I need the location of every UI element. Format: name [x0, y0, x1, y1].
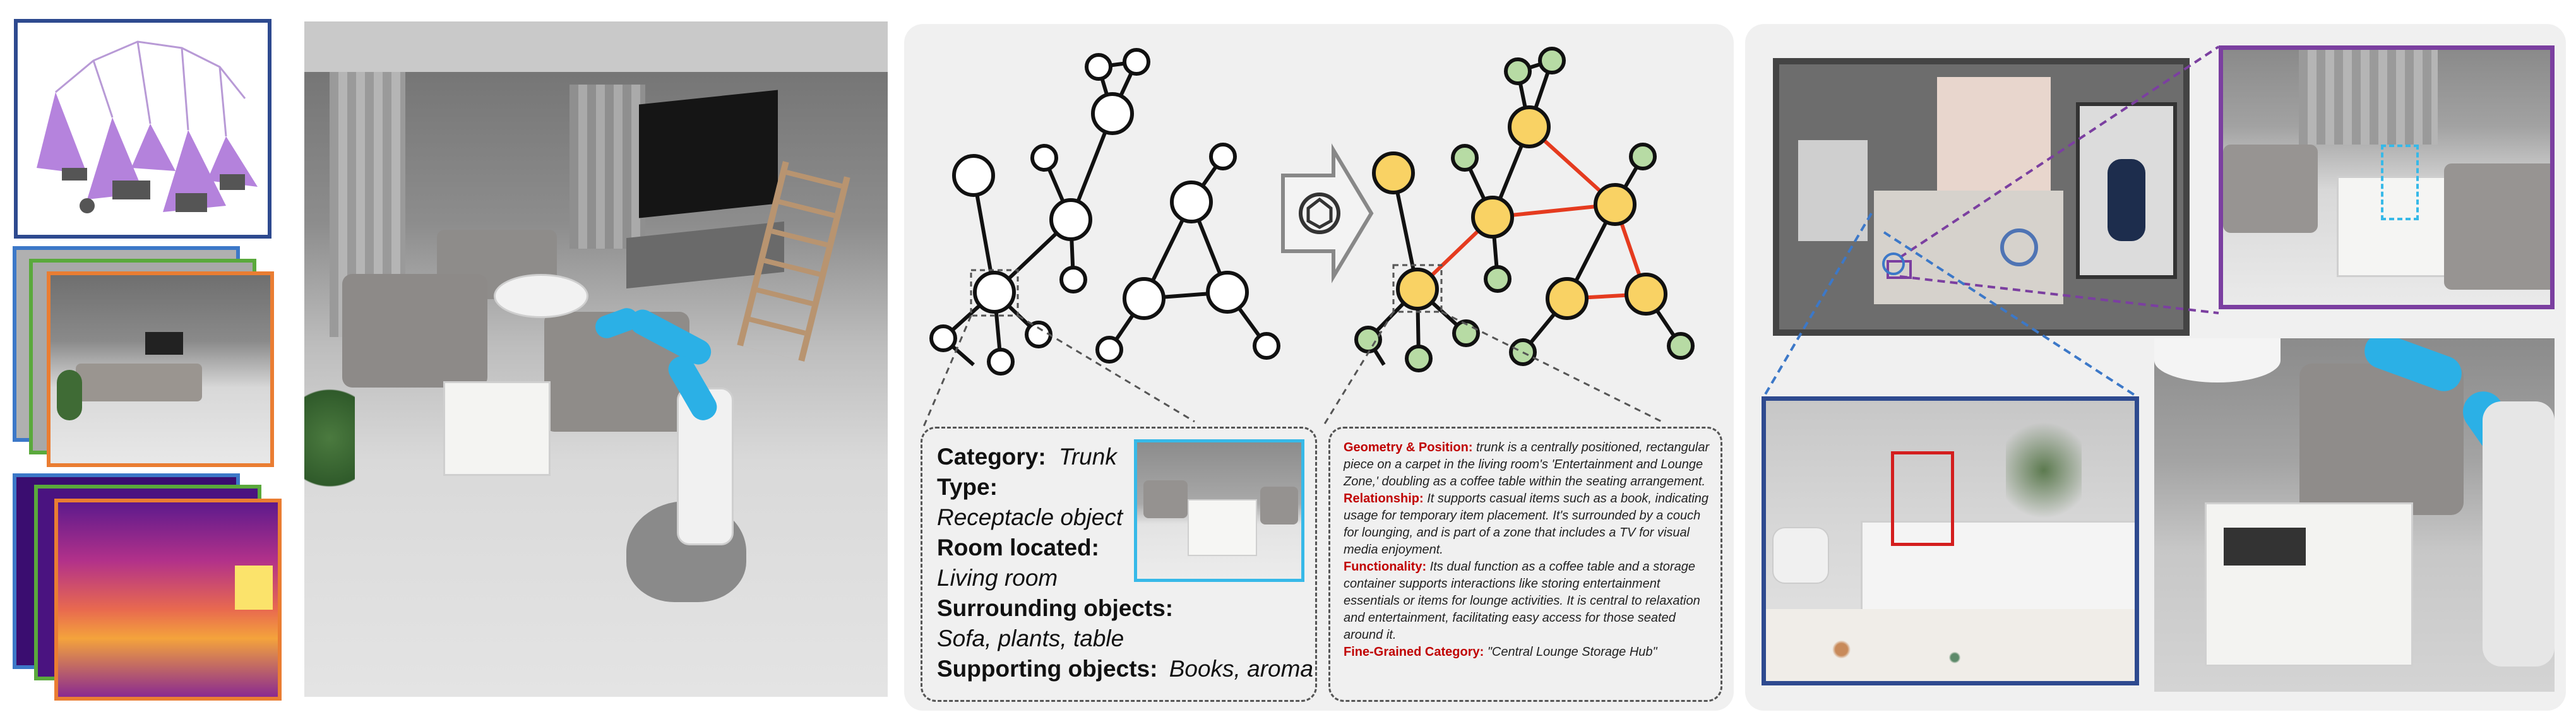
supporting-label: Supporting objects:	[937, 656, 1158, 682]
surrounding-label: Surrounding objects:	[937, 595, 1174, 621]
openai-logo-icon	[1299, 193, 1340, 234]
enriched-graph-focus-box	[1392, 264, 1443, 313]
enriched-graph-nodes	[1354, 47, 1695, 372]
finegrained-text: "Central Lounge Storage Hub"	[1484, 645, 1657, 659]
ceiling	[304, 21, 888, 72]
closeup-books	[2224, 528, 2306, 566]
round-table	[494, 274, 588, 318]
relationship-paragraph: Relationship: It supports casual items s…	[1344, 490, 1712, 559]
plant-left	[304, 375, 355, 501]
wall-tv	[639, 90, 778, 218]
rgb-plant-shape	[57, 370, 82, 420]
trunk-marker	[1887, 260, 1912, 279]
supporting-row: Supporting objects: Books, aroma	[937, 654, 1316, 684]
plain-graph-nodes	[929, 48, 1280, 376]
plain-graph-focus-box	[970, 269, 1019, 317]
functionality-label: Functionality:	[1344, 560, 1427, 574]
category-label: Category:	[937, 444, 1046, 470]
target-view-image	[2219, 45, 2555, 309]
lamp-highlight-box	[1891, 451, 1954, 546]
closeup-robot-body	[2483, 401, 2555, 667]
robot-closeup-image	[2154, 338, 2555, 692]
target-highlight-box	[2381, 145, 2419, 220]
car-shape	[2108, 159, 2145, 241]
trunk-object	[443, 381, 551, 476]
graph-to-card-connectors	[922, 311, 1662, 429]
navigation-connectors	[1763, 45, 2220, 398]
lamp-view-plant	[2006, 413, 2082, 527]
finegrained-paragraph: Fine-Grained Category: "Central Lounge S…	[1344, 644, 1712, 661]
floor-plan-map	[1773, 58, 2190, 336]
object-description-text: Geometry & Position: trunk is a centrall…	[1344, 439, 1712, 661]
trunk-thumbnail	[1134, 439, 1304, 582]
trunk-thumb-box	[1188, 499, 1257, 556]
relationship-label: Relationship:	[1344, 492, 1424, 506]
room-bath	[1798, 140, 1868, 241]
rgb-tv-shape	[145, 332, 183, 355]
category-value: Trunk	[1058, 444, 1117, 470]
rgb-view-front	[47, 271, 274, 467]
geometry-paragraph: Geometry & Position: trunk is a centrall…	[1344, 439, 1712, 490]
curtain-middle	[569, 85, 645, 249]
rug-circle	[2000, 228, 2038, 266]
category-row: Category: Trunk	[937, 442, 1316, 472]
room-label: Room located:	[937, 535, 1099, 560]
target-sofa-left	[2223, 145, 2318, 233]
target-curtain	[2299, 50, 2438, 145]
finegrained-label: Fine-Grained Category:	[1344, 645, 1484, 659]
trunk-thumb-sofa	[1143, 480, 1188, 518]
location-marker-icon	[1882, 252, 1905, 275]
trunk-thumb-sofa-right	[1260, 487, 1298, 524]
scene-graph-diagram	[922, 47, 1695, 429]
depth-bright-window	[235, 566, 273, 610]
supporting-value: Books, aroma	[1169, 656, 1313, 682]
rgb-sofa-shape	[76, 364, 202, 401]
sofa-left	[342, 274, 487, 388]
right-arrow-icon	[1281, 143, 1374, 283]
closeup-trunk	[2205, 502, 2413, 667]
pointcloud-graph-illustration	[37, 40, 258, 213]
robot-scene-image	[304, 21, 888, 697]
target-sofa-right	[2444, 163, 2550, 290]
type-label: Type:	[937, 474, 998, 500]
functionality-text: Its dual function as a coffee table and …	[1344, 560, 1700, 642]
lamp-view-toilet	[1772, 527, 1829, 584]
geometry-text: trunk is a centrally positioned, rectang…	[1344, 441, 1710, 489]
functionality-paragraph: Functionality: Its dual function as a co…	[1344, 559, 1712, 644]
pointcloud-thumbnail	[14, 19, 271, 239]
relationship-text: It supports casual items such as a book,…	[1344, 492, 1709, 557]
lamp-view-floor	[1766, 609, 2135, 681]
lamp-view-image	[1762, 396, 2139, 685]
geometry-label: Geometry & Position:	[1344, 441, 1473, 454]
depth-view-front	[54, 499, 282, 701]
closeup-round-table	[2154, 338, 2281, 382]
room-bedroom	[1937, 77, 2051, 203]
surrounding-value: Sofa, plants, table	[937, 625, 1124, 651]
object-description-card	[1328, 427, 1722, 702]
object-attribute-text: Category: Trunk Type: Receptacle object …	[937, 442, 1316, 684]
room-value: Living room	[937, 565, 1058, 591]
type-value: Receptacle object	[937, 504, 1123, 530]
